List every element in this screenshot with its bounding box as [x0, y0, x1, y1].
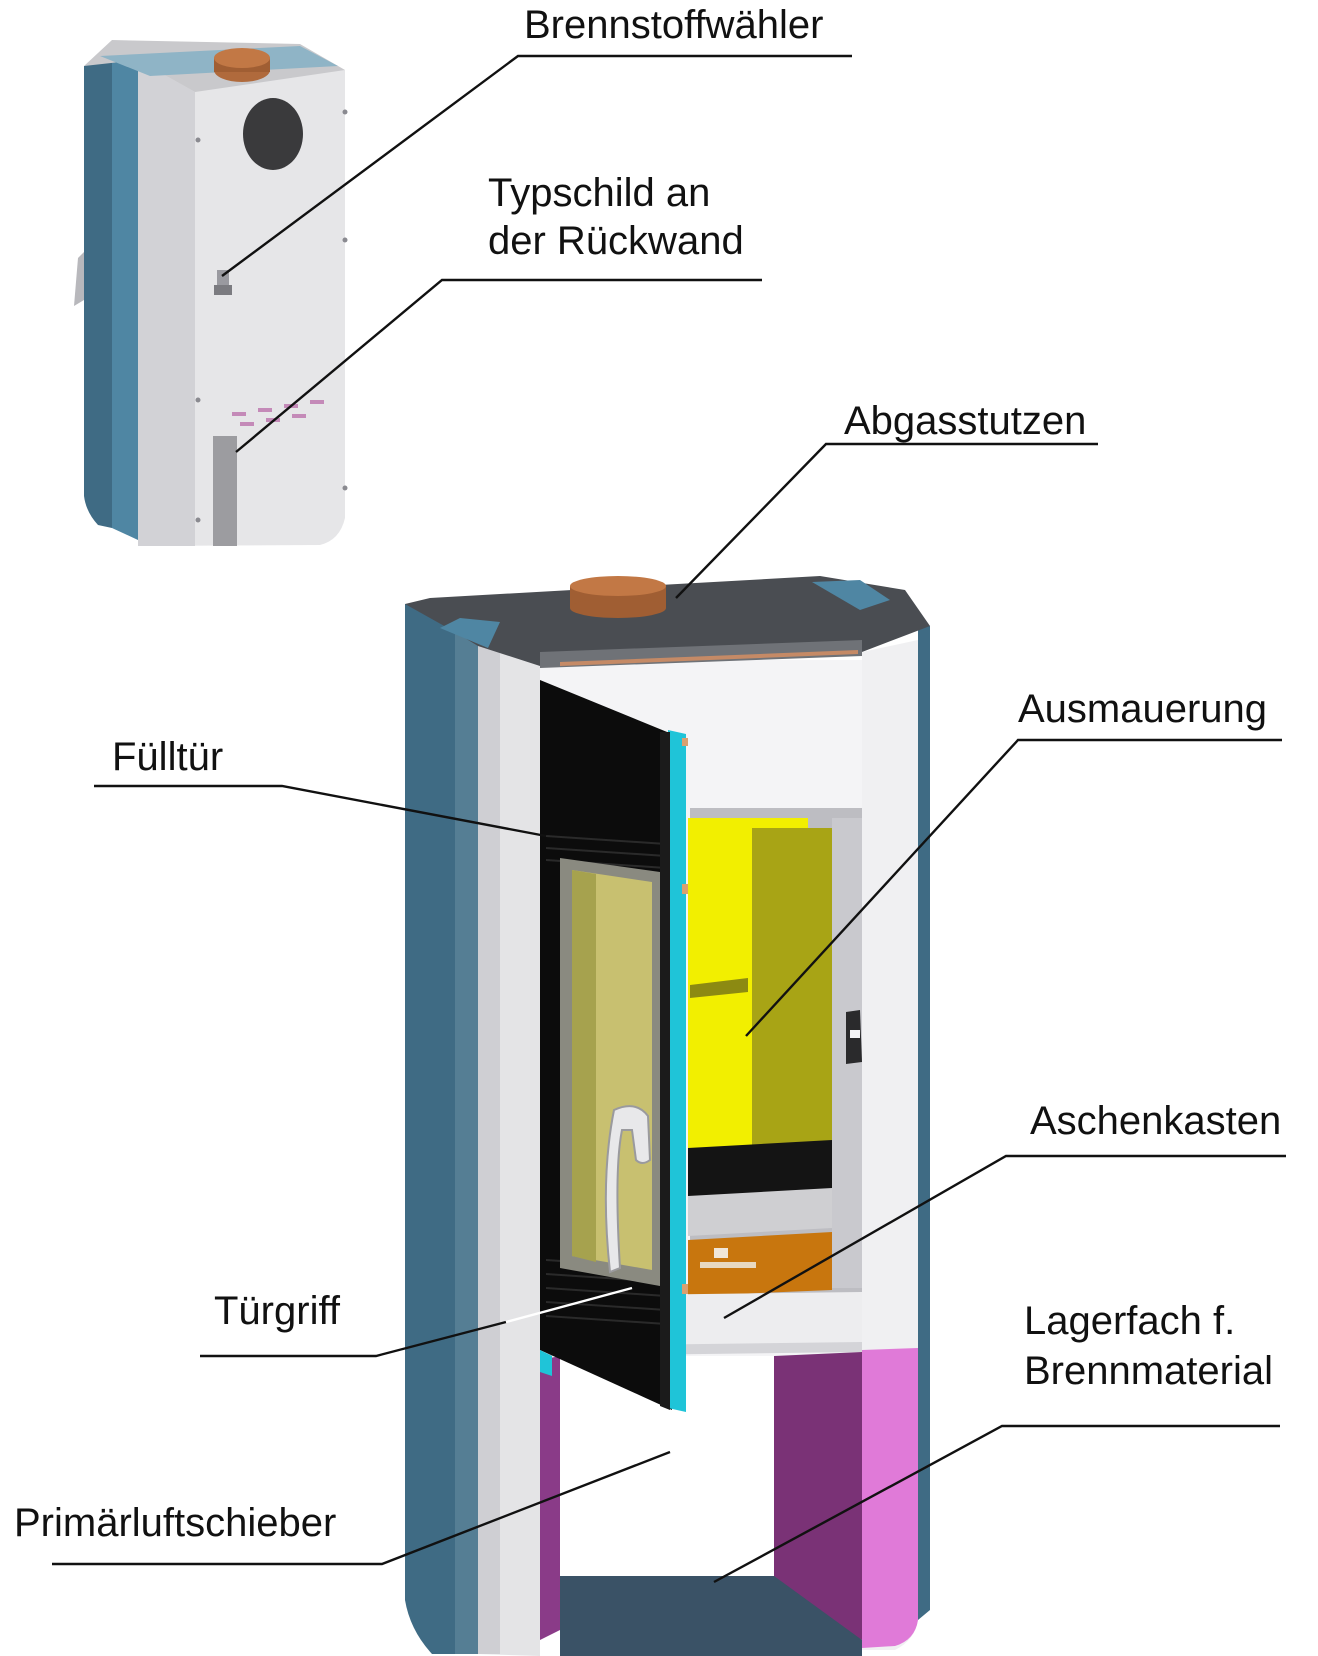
leader-brennstoffwaehler: [221, 54, 852, 277]
label-typschild-line1: Typschild an: [488, 171, 710, 215]
label-fuelltuer: Fülltür: [112, 735, 223, 779]
frame-latch-slot: [850, 1030, 860, 1038]
rear-view-stove: [74, 40, 348, 546]
leader-aschenkasten: [723, 1154, 1286, 1320]
callout-labels: Brennstoffwähler Typschild an der Rückwa…: [14, 3, 1281, 1545]
storage-right-inner-purple: [774, 1352, 862, 1640]
stove-side-panel: [405, 604, 455, 1654]
leader-abgasstutzen: [675, 442, 1098, 599]
door-window-glass-shade: [572, 870, 596, 1262]
rear-stove-side-panel: [84, 56, 112, 528]
firebox-grate: [688, 1140, 832, 1206]
front-view-stove: [405, 576, 930, 1656]
rear-screws: [195, 109, 348, 523]
leader-lagerfach: [713, 1424, 1280, 1584]
fuel-selector-knob-base: [214, 285, 232, 295]
rear-flue-pipe-top: [214, 48, 270, 68]
rear-stove-back-shade: [138, 60, 195, 546]
leader-tuergriff: [200, 1320, 507, 1358]
rear-stove-side-highlight: [112, 56, 138, 540]
storage-floor: [560, 1576, 862, 1656]
label-aschenkasten: Aschenkasten: [1030, 1099, 1281, 1143]
stove-top-blue-corner-right: [812, 580, 890, 610]
door-hinges: [682, 738, 688, 1294]
door-bottom-corner: [540, 1350, 552, 1376]
firebox-olive-lining: [752, 828, 832, 1158]
leader-ausmauerung: [745, 738, 1282, 1037]
label-typschild-line2: der Rückwand: [488, 219, 744, 263]
label-tuergriff: Türgriff: [214, 1289, 341, 1333]
leader-lines: [52, 54, 1286, 1584]
storage-right-wall-pink: [862, 1348, 918, 1648]
leader-tuergriff-white: [505, 1286, 633, 1324]
rear-stove-side-bracket: [74, 252, 84, 306]
type-plate: [213, 436, 237, 546]
label-lagerfach-line2: Brennmaterial: [1024, 1349, 1273, 1393]
ash-box-label: [700, 1262, 756, 1268]
flue-pipe-top: [570, 576, 666, 596]
door-edge-dark: [660, 732, 670, 1410]
leader-typschild: [235, 278, 762, 453]
label-lagerfach-line1: Lagerfach f.: [1024, 1299, 1235, 1343]
ash-box-knob: [714, 1248, 728, 1258]
stove-left-column-shade: [478, 636, 500, 1654]
door-handle: [604, 1105, 652, 1274]
stove-right-edge: [918, 620, 930, 1620]
leader-fuelltuer: [94, 784, 547, 838]
leader-primaerluftschieber: [52, 1450, 671, 1566]
stove-top-copper-strip: [560, 650, 858, 666]
flue-pipe-bottom: [570, 598, 666, 618]
label-primaerluftschieber: Primärluftschieber: [14, 1501, 336, 1545]
stove-top-blue-corner-left: [440, 618, 500, 648]
firebox-grate-tray: [688, 1188, 832, 1236]
door-edge-cyan: [668, 730, 686, 1412]
stove-side-panel-lower: [455, 630, 478, 1654]
firebox-baffle: [690, 978, 748, 998]
label-ausmauerung: Ausmauerung: [1018, 687, 1267, 731]
label-brennstoffwaehler: Brennstoffwähler: [524, 3, 823, 47]
rear-air-opening: [243, 98, 303, 170]
label-abgasstutzen: Abgasstutzen: [844, 399, 1086, 443]
